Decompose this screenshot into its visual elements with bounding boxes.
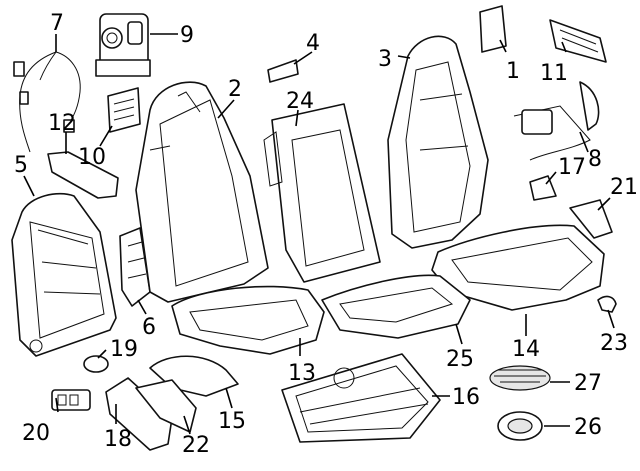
callout-1: 1 [506, 59, 520, 84]
callout-20: 20 [22, 421, 50, 446]
callout-11: 11 [540, 61, 568, 86]
callout-12: 12 [48, 111, 76, 136]
callout-18: 18 [104, 427, 132, 452]
part-22-trim-bezel [135, 379, 197, 433]
callout-16: 16 [452, 385, 480, 410]
part-4-clip [267, 59, 299, 83]
part-17-cover [529, 175, 557, 201]
callout-17: 17 [558, 155, 586, 180]
part-19-knob [83, 355, 109, 373]
part-2-seatback-shell [135, 81, 269, 303]
callout-9: 9 [180, 23, 194, 48]
part-23-clip [597, 295, 617, 313]
callout-2: 2 [228, 77, 242, 102]
callout-25: 25 [446, 347, 474, 372]
callout-3: 3 [378, 47, 392, 72]
callout-8: 8 [588, 147, 602, 172]
callout-19: 19 [110, 337, 138, 362]
leader-lines [23, 33, 615, 435]
part-24-seatback-pad [263, 103, 381, 283]
part-25-cushion-pad [321, 274, 471, 339]
callout-22: 22 [182, 433, 210, 458]
part-3-seatback-cover [387, 35, 489, 249]
callout-5: 5 [14, 153, 28, 178]
callout-6: 6 [142, 315, 156, 340]
callout-24: 24 [286, 89, 314, 114]
callout-27: 27 [574, 371, 602, 396]
part-13-cushion-pan [171, 285, 325, 355]
part-5-seatback-frame [11, 192, 117, 357]
part-12-trim [47, 151, 119, 199]
part-16-seat-track [281, 353, 441, 443]
part-27-mesh-pad [489, 365, 551, 391]
part-7-wire-harness [13, 51, 81, 153]
callout-7: 7 [50, 11, 64, 36]
callout-labels: 7 9 4 3 1 11 2 24 12 10 8 17 21 5 6 19 1… [14, 11, 638, 458]
part-8-actuator-harness [513, 81, 600, 161]
part-20-switch-panel [51, 389, 91, 411]
callout-14: 14 [512, 337, 540, 362]
part-26-round-pad [497, 411, 543, 441]
part-6-side-bracket [119, 227, 151, 307]
callout-15: 15 [218, 409, 246, 434]
callout-23: 23 [600, 331, 628, 356]
part-14-cushion-cover [431, 224, 605, 311]
part-21-side-trim [569, 199, 613, 239]
callout-21: 21 [610, 175, 638, 200]
callout-10: 10 [78, 145, 106, 170]
part-10-control-module [107, 87, 141, 133]
callout-4: 4 [306, 31, 320, 56]
part-9-recliner-motor [95, 13, 151, 77]
part-18-trim-cover [105, 377, 173, 451]
part-11-lumbar-module [549, 19, 607, 63]
callout-26: 26 [574, 415, 602, 440]
callout-13: 13 [288, 361, 316, 386]
